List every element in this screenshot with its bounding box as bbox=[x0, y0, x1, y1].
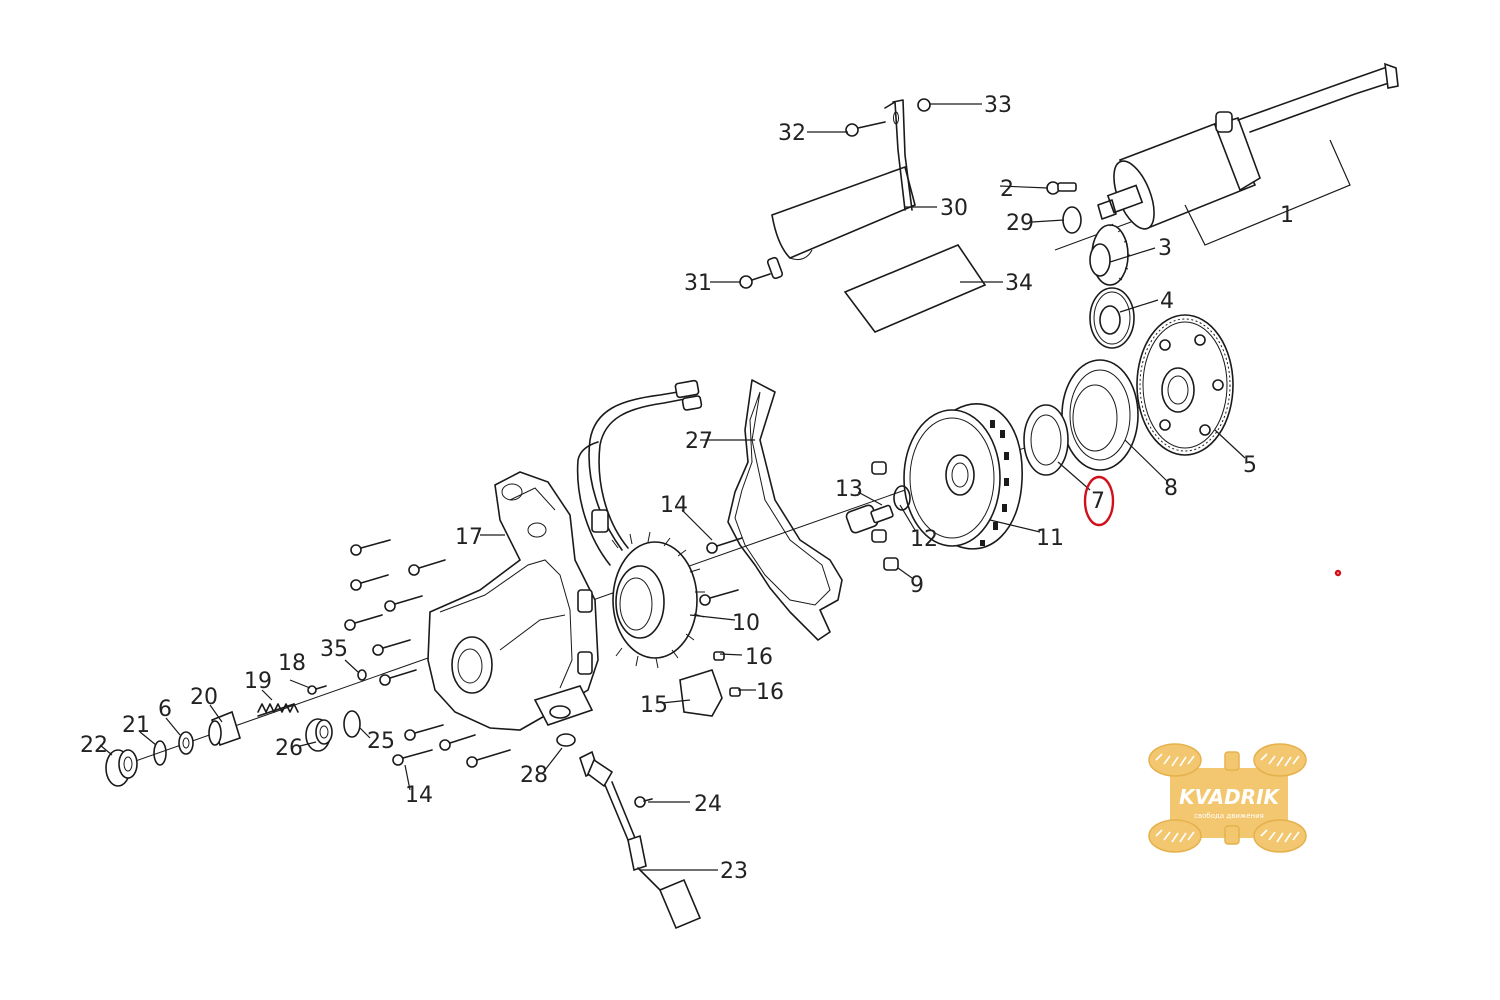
callout-1[interactable]: 1 bbox=[1280, 203, 1294, 228]
o-ring-28 bbox=[556, 733, 576, 747]
flywheel-rotor-11 bbox=[903, 403, 1023, 550]
callout-15[interactable]: 15 bbox=[640, 693, 668, 718]
logo-brand: KVADRIK bbox=[1179, 785, 1281, 809]
bracket-30-support bbox=[884, 99, 913, 211]
callout-16-lower[interactable]: 16 bbox=[756, 680, 784, 705]
callout-5[interactable]: 5 bbox=[1243, 453, 1257, 478]
callout-33[interactable]: 33 bbox=[984, 93, 1012, 118]
washer-6 bbox=[178, 731, 194, 755]
bolt-31 bbox=[739, 273, 771, 289]
callout-17[interactable]: 17 bbox=[455, 525, 483, 550]
callouts: 1 2 3 4 5 6 7 8 9 10 11 12 13 14 14 15 1… bbox=[80, 93, 1294, 884]
o-ring-29 bbox=[1062, 206, 1082, 234]
callout-12[interactable]: 12 bbox=[910, 527, 938, 552]
callout-30[interactable]: 30 bbox=[940, 196, 968, 221]
callout-18[interactable]: 18 bbox=[278, 651, 306, 676]
sensor-bolt-24 bbox=[634, 796, 653, 808]
callout-14-upper[interactable]: 14 bbox=[660, 493, 688, 518]
idler-gear-4 bbox=[1089, 287, 1135, 349]
bearing-ring-7 bbox=[1023, 404, 1069, 476]
stator-10 bbox=[611, 531, 705, 669]
callout-35[interactable]: 35 bbox=[320, 637, 348, 662]
cover-gasket-27 bbox=[727, 379, 843, 641]
callout-26[interactable]: 26 bbox=[275, 736, 303, 761]
logo-tread bbox=[1155, 753, 1300, 843]
logo-plate bbox=[1170, 768, 1288, 838]
highlight-ring-part-7 bbox=[1083, 475, 1115, 527]
plug-26 bbox=[305, 718, 333, 752]
pin-18 bbox=[307, 685, 327, 695]
starter-bolt bbox=[1046, 181, 1077, 195]
driven-gear-5 bbox=[1136, 314, 1234, 456]
callout-11[interactable]: 11 bbox=[1036, 526, 1064, 551]
callout-24[interactable]: 24 bbox=[694, 792, 722, 817]
spring-19 bbox=[257, 703, 299, 717]
logo-tyres bbox=[1148, 743, 1307, 853]
callout-28[interactable]: 28 bbox=[520, 763, 548, 788]
washer-35 bbox=[357, 669, 367, 681]
sleeve-20 bbox=[208, 710, 241, 747]
magneto-cover-17 bbox=[427, 471, 599, 731]
nut-33 bbox=[917, 98, 931, 112]
callout-4[interactable]: 4 bbox=[1160, 289, 1174, 314]
callout-9[interactable]: 9 bbox=[910, 573, 924, 598]
o-ring-21 bbox=[153, 740, 167, 766]
callout-8[interactable]: 8 bbox=[1164, 476, 1178, 501]
callout-13[interactable]: 13 bbox=[835, 477, 863, 502]
pickup-cover-15 bbox=[679, 669, 723, 717]
speed-sensor-23 bbox=[579, 750, 702, 930]
callout-20[interactable]: 20 bbox=[190, 685, 218, 710]
plug-22 bbox=[105, 749, 138, 787]
kvadrik-logo: KVADRIK свобода движения bbox=[1148, 743, 1307, 853]
washer-12 bbox=[893, 485, 911, 511]
o-ring-25 bbox=[343, 710, 361, 738]
callout-3[interactable]: 3 bbox=[1158, 236, 1172, 261]
callout-32[interactable]: 32 bbox=[778, 121, 806, 146]
idler-gear-3 bbox=[1089, 223, 1130, 286]
callout-16-upper[interactable]: 16 bbox=[745, 645, 773, 670]
callout-2[interactable]: 2 bbox=[1000, 177, 1014, 202]
callout-23[interactable]: 23 bbox=[720, 859, 748, 884]
starter-motor bbox=[1097, 62, 1399, 246]
cover-bolts-14 bbox=[344, 537, 743, 768]
callout-29[interactable]: 29 bbox=[1006, 211, 1034, 236]
callout-31[interactable]: 31 bbox=[684, 271, 712, 296]
bolts-9 bbox=[871, 461, 899, 571]
callout-19[interactable]: 19 bbox=[244, 669, 272, 694]
logo-tagline: свобода движения bbox=[1194, 812, 1264, 820]
callout-22[interactable]: 22 bbox=[80, 733, 108, 758]
callout-10[interactable]: 10 bbox=[732, 611, 760, 636]
flywheel-bolt-13 bbox=[845, 504, 894, 534]
heat-shield-30 bbox=[766, 165, 916, 280]
bolt-32 bbox=[845, 121, 886, 137]
callout-25[interactable]: 25 bbox=[367, 729, 395, 754]
heat-pad-34 bbox=[843, 244, 987, 333]
leader-lines bbox=[99, 103, 1246, 871]
highlight-dot bbox=[1334, 569, 1342, 577]
callout-7[interactable]: 7 bbox=[1091, 489, 1105, 514]
callout-14-lower[interactable]: 14 bbox=[405, 783, 433, 808]
callout-34[interactable]: 34 bbox=[1005, 271, 1033, 296]
stator-wire-harness bbox=[576, 379, 703, 566]
clutch-plate-8 bbox=[1061, 359, 1139, 471]
callout-21[interactable]: 21 bbox=[122, 713, 150, 738]
callout-6[interactable]: 6 bbox=[158, 697, 172, 722]
callout-27[interactable]: 27 bbox=[685, 429, 713, 454]
